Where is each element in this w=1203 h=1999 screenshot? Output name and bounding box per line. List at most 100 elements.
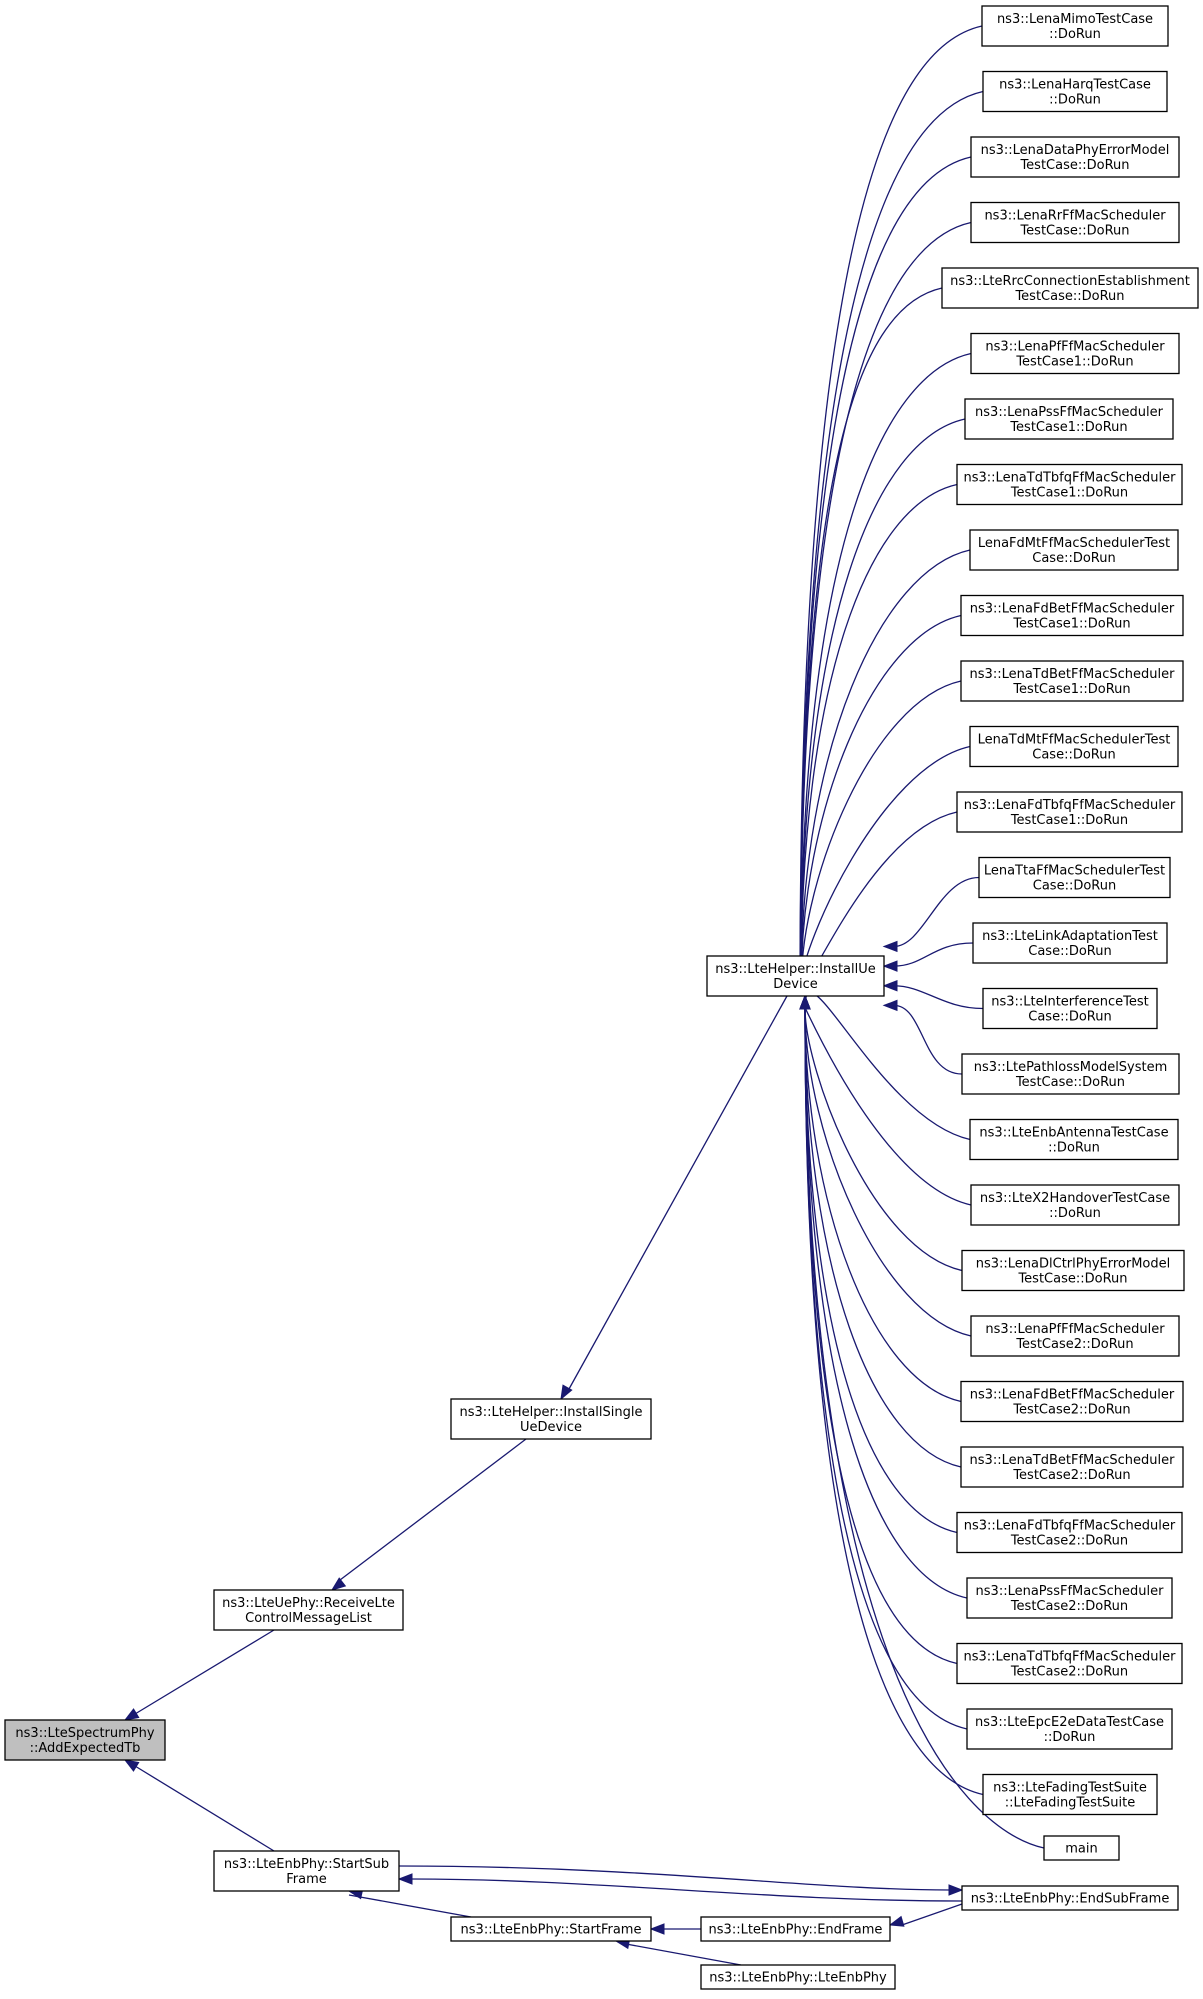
node-box	[961, 1885, 1179, 1911]
node-label: ::DoRun	[1049, 1206, 1101, 1221]
node-c08[interactable]: ns3::LenaTdTbfqFfMacSchedulerTestCase1::…	[956, 463, 1183, 506]
node-label: ns3::LteEpcE2eDataTestCase	[975, 1715, 1164, 1730]
edge-c21-to-install_ue	[804, 1007, 972, 1337]
node-label: ControlMessageList	[245, 1611, 372, 1626]
node-box	[970, 332, 1180, 375]
node-enbphy_startframe[interactable]: ns3::LteEnbPhy::StartFrame	[450, 1916, 652, 1942]
node-box	[972, 922, 1168, 964]
node-c18[interactable]: ns3::LteEnbAntennaTestCase::DoRun	[969, 1118, 1179, 1161]
node-label: ns3::LenaFdBetFfMacScheduler	[970, 602, 1175, 617]
node-c13[interactable]: ns3::LenaFdTbfqFfMacSchedulerTestCase1::…	[956, 791, 1183, 833]
node-c17[interactable]: ns3::LtePathlossModelSystemTestCase::DoR…	[961, 1053, 1180, 1095]
node-label: LenaTtaFfMacSchedulerTest	[984, 864, 1165, 879]
node-box	[982, 70, 1168, 113]
node-label: ::DoRun	[1048, 1141, 1100, 1156]
node-box	[960, 594, 1184, 637]
node-enbphy_endsub[interactable]: ns3::LteEnbPhy::EndSubFrame	[961, 1885, 1179, 1911]
node-label: ::DoRun	[1044, 1730, 1096, 1745]
node-c01[interactable]: ns3::LenaMimoTestCase::DoRun	[981, 5, 1169, 47]
node-uephy_receive[interactable]: ns3::LteUePhy::ReceiveLteControlMessageL…	[213, 1589, 404, 1631]
edge-arrowhead	[330, 1577, 347, 1591]
node-c10[interactable]: ns3::LenaFdBetFfMacSchedulerTestCase1::D…	[960, 594, 1184, 637]
node-label: TestCase::DoRun	[1019, 158, 1129, 173]
node-c23[interactable]: ns3::LenaTdBetFfMacSchedulerTestCase2::D…	[960, 1446, 1184, 1488]
node-c19[interactable]: ns3::LteX2HandoverTestCase::DoRun	[970, 1184, 1180, 1226]
edge-c25-to-install_ue	[804, 1007, 968, 1599]
node-label: ::AddExpectedTb	[30, 1741, 141, 1756]
edge-c04-to-install_ue	[799, 221, 972, 983]
edge-arrowhead	[649, 1923, 665, 1935]
edge-c15-to-install_ue	[893, 942, 974, 967]
node-label: TestCase::DoRun	[1015, 1075, 1125, 1090]
node-label: TestCase1::DoRun	[1012, 682, 1130, 697]
node-enbphy_endframe[interactable]: ns3::LteEnbPhy::EndFrame	[700, 1916, 891, 1942]
node-c21[interactable]: ns3::LenaPfFfMacSchedulerTestCase2::DoRu…	[970, 1315, 1180, 1357]
edge-c28-to-install_ue	[804, 1007, 984, 1796]
node-c26[interactable]: ns3::LenaTdTbfqFfMacSchedulerTestCase2::…	[956, 1642, 1183, 1685]
node-c02[interactable]: ns3::LenaHarqTestCase::DoRun	[982, 70, 1168, 113]
edge-c27-to-install_ue	[804, 1007, 968, 1730]
node-c22[interactable]: ns3::LenaFdBetFfMacSchedulerTestCase2::D…	[960, 1380, 1184, 1423]
node-label: TestCase1::DoRun	[1010, 813, 1128, 828]
edge-c08-to-install_ue	[800, 483, 958, 983]
node-c03[interactable]: ns3::LenaDataPhyErrorModelTestCase::DoRu…	[970, 136, 1180, 178]
node-c29[interactable]: main	[1043, 1835, 1120, 1861]
edge-c14-to-install_ue	[893, 876, 980, 948]
edge-c22-to-install_ue	[804, 1007, 962, 1403]
edge-c20-to-install_ue	[804, 1007, 963, 1272]
node-box	[966, 1708, 1173, 1750]
node-c07[interactable]: ns3::LenaPssFfMacSchedulerTestCase1::DoR…	[964, 398, 1174, 440]
edge-c10-to-install_ue	[800, 614, 962, 983]
edge-install_single-to-uephy_receive	[339, 1438, 527, 1581]
node-label: ns3::LteUePhy::ReceiveLte	[222, 1596, 395, 1611]
edge-arrowhead	[123, 1759, 140, 1772]
node-c20[interactable]: ns3::LenaDlCtrlPhyErrorModelTestCase::Do…	[961, 1249, 1185, 1292]
node-box	[969, 725, 1179, 768]
node-label: ns3::LteFadingTestSuite	[993, 1781, 1147, 1796]
edge-c11-to-install_ue	[800, 680, 962, 983]
node-box	[970, 1315, 1180, 1357]
node-c06[interactable]: ns3::LenaPfFfMacSchedulerTestCase1::DoRu…	[970, 332, 1180, 375]
node-label: LenaTdMtFfMacSchedulerTest	[978, 733, 1171, 748]
node-label: main	[1065, 1842, 1097, 1857]
node-c11[interactable]: ns3::LenaTdBetFfMacSchedulerTestCase1::D…	[960, 660, 1184, 702]
node-c27[interactable]: ns3::LteEpcE2eDataTestCase::DoRun	[966, 1708, 1173, 1750]
node-label: ns3::LteRrcConnectionEstablishment	[950, 274, 1190, 289]
node-label: ns3::LenaPssFfMacScheduler	[976, 1584, 1165, 1599]
node-c28[interactable]: ns3::LteFadingTestSuite::LteFadingTestSu…	[982, 1773, 1158, 1816]
node-box	[960, 1446, 1184, 1488]
node-box	[956, 1642, 1183, 1685]
node-c24[interactable]: ns3::LenaFdTbfqFfMacSchedulerTestCase2::…	[956, 1511, 1183, 1554]
node-c25[interactable]: ns3::LenaPssFfMacSchedulerTestCase2::DoR…	[966, 1577, 1173, 1619]
node-label: ns3::LenaFdBetFfMacScheduler	[970, 1388, 1175, 1403]
node-label: TestCase2::DoRun	[1010, 1599, 1128, 1614]
edge-install_ue-to-install_single	[568, 995, 788, 1390]
node-enbphy_ctor[interactable]: ns3::LteEnbPhy::LteEnbPhy	[700, 1964, 896, 1990]
node-c05[interactable]: ns3::LteRrcConnectionEstablishmentTestCa…	[941, 267, 1199, 309]
node-label: TestCase2::DoRun	[1010, 1534, 1128, 1549]
node-box	[964, 398, 1174, 440]
edge-c18-to-install_ue	[804, 991, 971, 1141]
node-box	[969, 1118, 1179, 1161]
node-box	[966, 1577, 1173, 1619]
edge-c05-to-install_ue	[799, 287, 943, 983]
nodes-layer: ns3::LteSpectrumPhy::AddExpectedTbns3::L…	[4, 5, 1199, 1990]
node-label: ns3::LenaDlCtrlPhyErrorModel	[976, 1257, 1171, 1272]
node-label: Device	[773, 977, 817, 992]
node-label: TestCase2::DoRun	[1015, 1337, 1133, 1352]
edge-arrowhead	[799, 994, 811, 1010]
node-box	[450, 1916, 652, 1942]
node-box	[700, 1916, 891, 1942]
edge-arrowhead	[882, 940, 898, 953]
node-label: TestCase1::DoRun	[1010, 486, 1128, 501]
